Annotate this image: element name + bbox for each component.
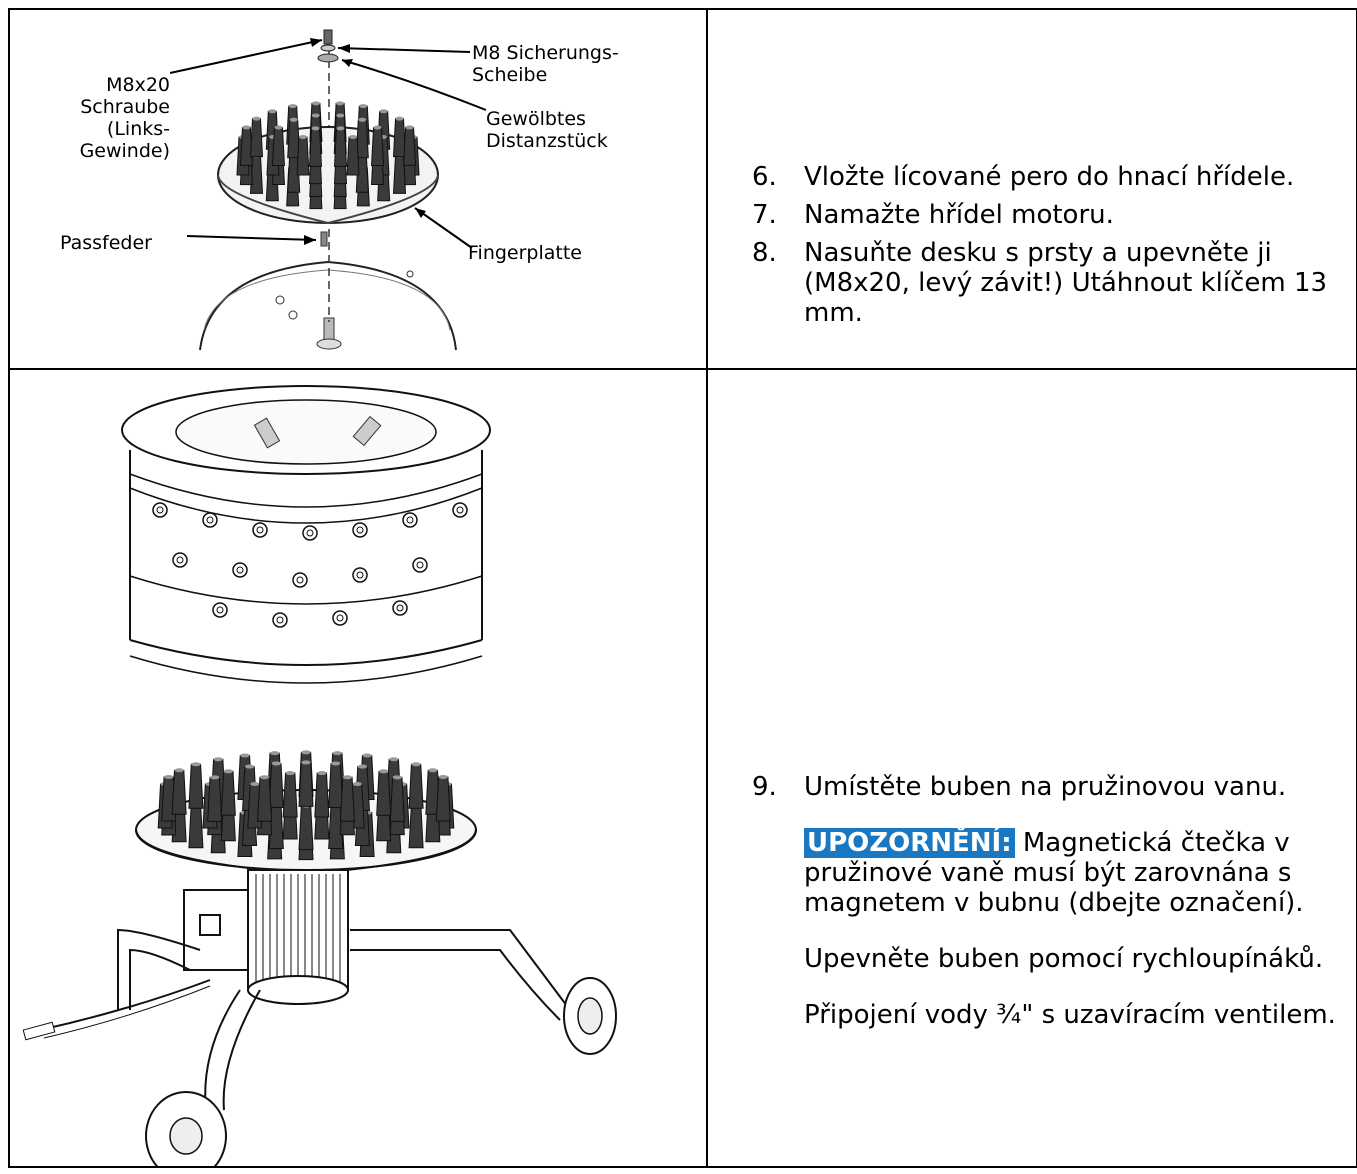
label-m8x20-schraube: M8x20 Schraube (Links- Gewinde) <box>79 74 170 162</box>
step-6: 6. Vložte lícované pero do hnací hřídele… <box>752 162 1295 192</box>
finger-plate-diagram <box>169 29 487 351</box>
step-list: 6. Vložte lícované pero do hnací hřídele… <box>752 162 1336 336</box>
label-passfeder: Passfeder <box>60 232 152 254</box>
step-7: 7. Namažte hřídel motoru. <box>752 200 1114 230</box>
step-9-cell: 9. Umístěte buben na pružinovou vanu. UP… <box>706 368 1357 1168</box>
drum-assembly-cell <box>8 368 708 1168</box>
step-9: 9. Umístěte buben na pružinovou vanu. <box>752 772 1287 802</box>
quick-clamp-paragraph: Upevněte buben pomocí rychloupínáků. <box>804 944 1324 974</box>
steps-6-8-cell: 6. Vložte lícované pero do hnací hřídele… <box>706 8 1357 370</box>
table-row: 9. Umístěte buben na pružinovou vanu. UP… <box>8 368 1357 1168</box>
notice-text: Magnetická čtečka v pružinové vaně musí … <box>804 828 1304 918</box>
step-9-block: 9. Umístěte buben na pružinovou vanu. UP… <box>752 772 1336 1030</box>
label-m8-sicherungsscheibe: M8 Sicherungs- Scheibe <box>472 42 619 86</box>
drum-assembly-drawing <box>22 385 617 1166</box>
notice-paragraph: UPOZORNĚNÍ: Magnetická čtečka v pružinov… <box>804 828 1336 918</box>
instruction-table: M8 Sicherungs- Scheibe M8x20 Schraube (L… <box>8 8 1357 1168</box>
label-gewoelbtes-distanzstueck: Gewölbtes Distanzstück <box>486 108 608 152</box>
label-fingerplatte: Fingerplatte <box>468 242 582 264</box>
water-connection-paragraph: Připojení vody ¾" s uzavíracím ventilem. <box>804 1000 1336 1030</box>
step-8: 8. Nasuňte desku s prsty a upevněte ji (… <box>752 238 1328 328</box>
finger-plate-diagram-cell: M8 Sicherungs- Scheibe M8x20 Schraube (L… <box>8 8 708 370</box>
table-row: M8 Sicherungs- Scheibe M8x20 Schraube (L… <box>8 8 1357 370</box>
notice-badge: UPOZORNĚNÍ: <box>804 828 1015 858</box>
